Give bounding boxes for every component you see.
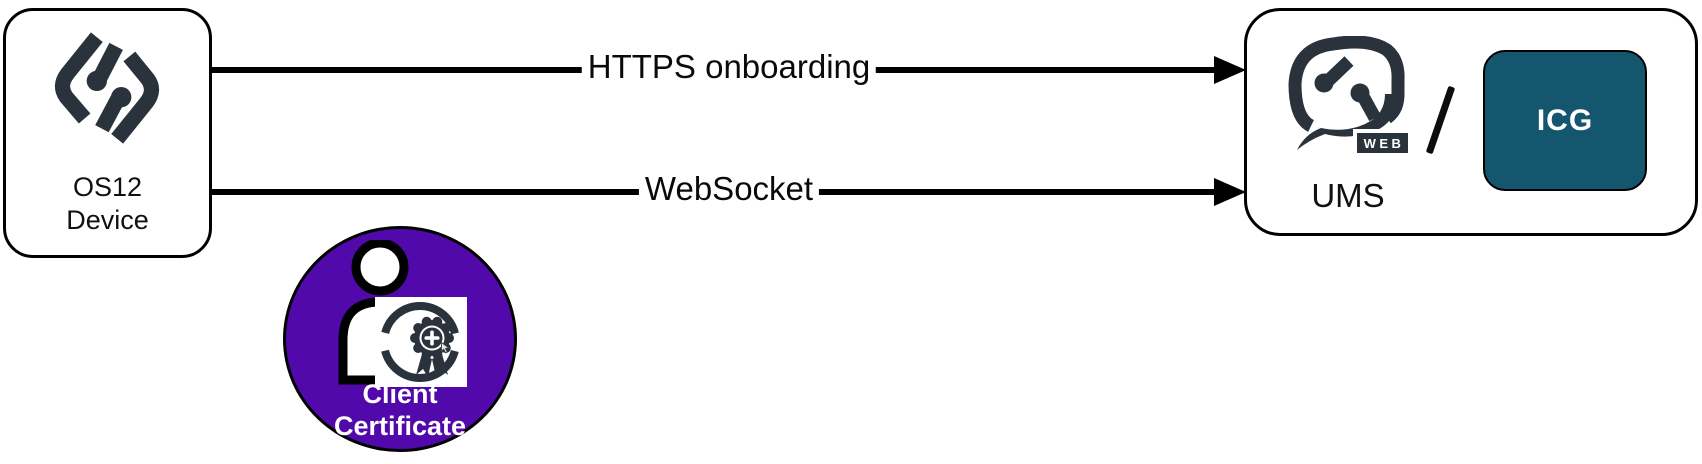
certificate-label-line1: Client (362, 379, 438, 409)
https-arrowhead-icon (1214, 56, 1246, 84)
device-node-label: OS12 Device (6, 171, 209, 237)
web-badge: WEB (1353, 129, 1410, 156)
ums-label: UMS (1311, 177, 1385, 214)
icg-label: ICG (1536, 103, 1594, 137)
ums-web-logo-icon: WEB (1288, 36, 1410, 156)
rosette-seal (410, 316, 454, 377)
device-label-line2: Device (66, 205, 149, 235)
speech-bubble-tail (1297, 94, 1398, 150)
https-arrow-label: HTTPS onboarding (581, 48, 877, 86)
websocket-arrowhead-icon (1214, 178, 1246, 206)
certificate-badge-icon (380, 302, 460, 382)
icg-box: ICG (1483, 50, 1647, 191)
ums-icg-server-node: WEB ICG UMS (1244, 8, 1698, 236)
igel-os-logo-icon (54, 32, 160, 144)
plus-icon (424, 330, 440, 346)
mouse-cursor-icon (441, 342, 450, 354)
slash-separator (1425, 85, 1456, 155)
websocket-arrow-label: WebSocket (638, 170, 820, 208)
client-certificate-label: Client Certificate (283, 378, 517, 442)
certificate-label-line2: Certificate (333, 411, 467, 441)
web-badge-label: WEB (1364, 136, 1405, 151)
device-label-line1: OS12 (72, 172, 143, 202)
os12-device-node: OS12 Device (3, 8, 212, 258)
